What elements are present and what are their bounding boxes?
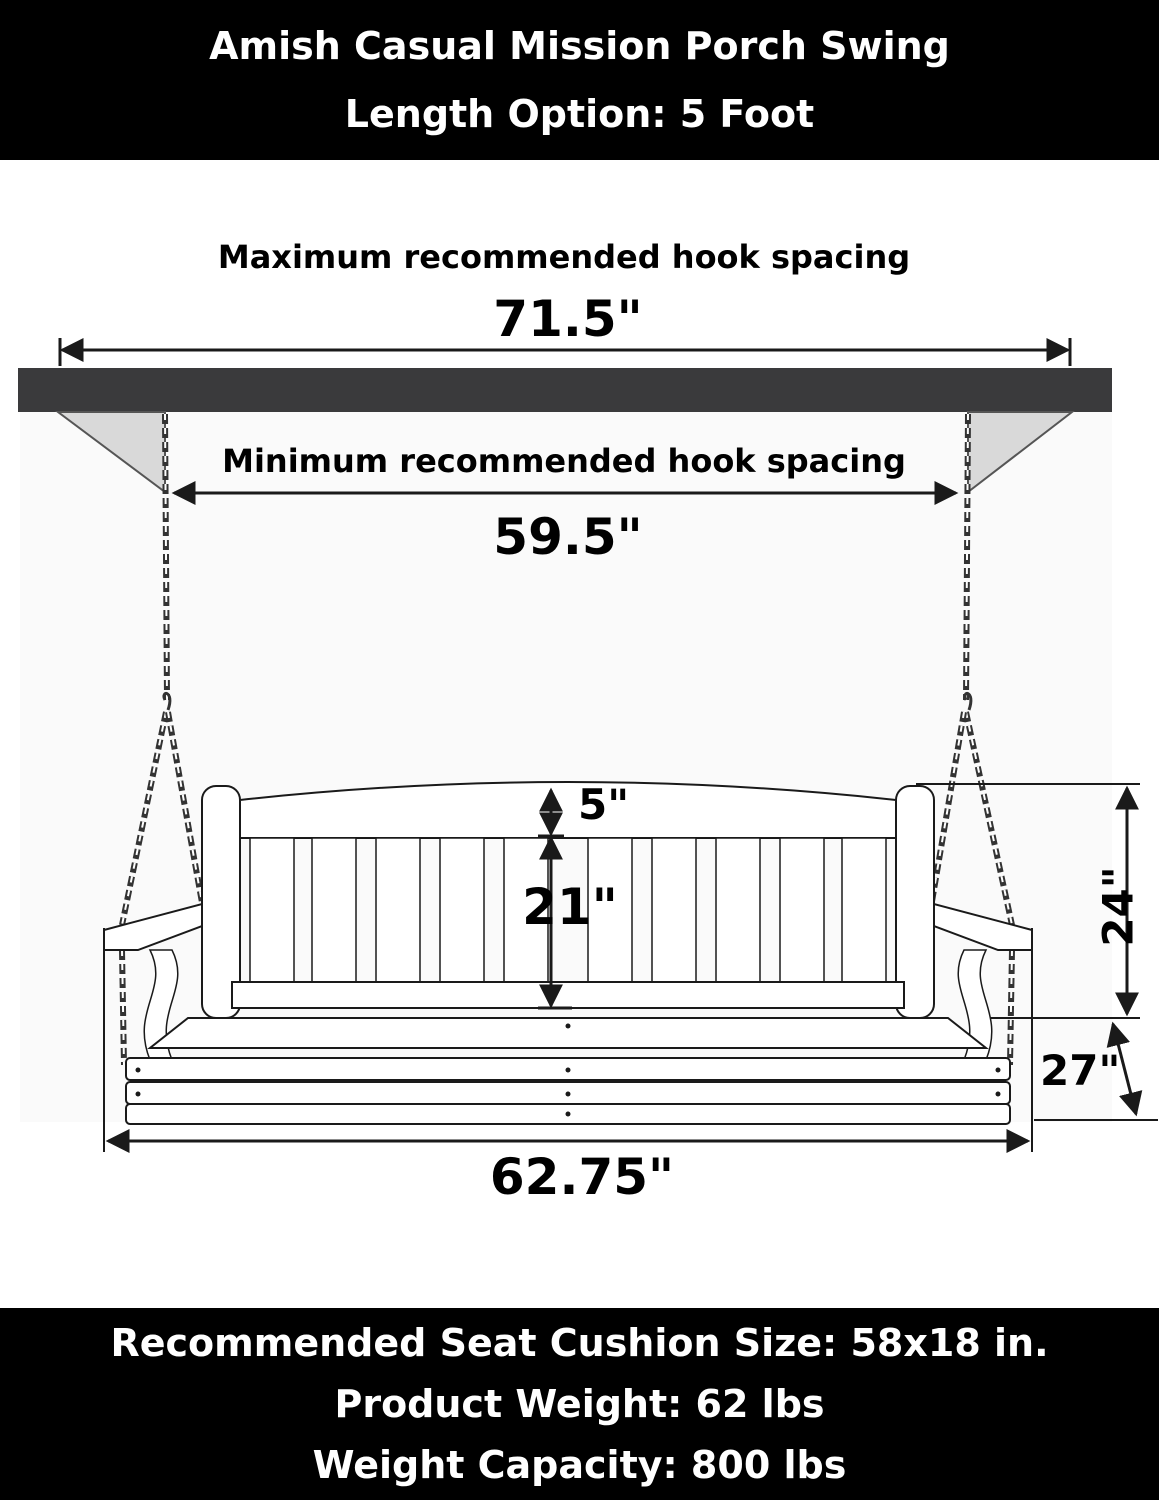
back-slat-height-value: 21" <box>522 878 618 936</box>
total-back-dimension <box>916 783 1140 1019</box>
seat-screws <box>135 1023 1001 1117</box>
total-back-height-value: 24" <box>1093 866 1143 947</box>
seat-depth-dimension <box>1034 1021 1158 1121</box>
right-chain <box>925 413 1015 1066</box>
min-hook-spacing-label: Minimum recommended hook spacing <box>222 442 906 480</box>
header-banner: Amish Casual Mission Porch Swing Length … <box>0 0 1159 160</box>
back-slats <box>249 837 887 983</box>
seat-depth-value: 27" <box>1040 1046 1121 1095</box>
overall-width-dimension <box>103 928 1033 1153</box>
left-chain <box>119 413 209 1066</box>
back-top-rail-value: 5" <box>578 780 630 829</box>
length-option: Length Option: 5 Foot <box>344 92 815 136</box>
product-title: Amish Casual Mission Porch Swing <box>209 24 950 68</box>
cushion-size: Recommended Seat Cushion Size: 58x18 in. <box>110 1320 1049 1365</box>
specs-banner: Recommended Seat Cushion Size: 58x18 in.… <box>0 1308 1159 1500</box>
min-hook-spacing-value: 59.5" <box>493 508 643 566</box>
max-hook-dimension-line <box>58 338 1072 366</box>
porch-swing <box>103 781 1033 1125</box>
max-hook-spacing-value: 71.5" <box>493 290 643 348</box>
back-height-dimension <box>538 787 572 1010</box>
weight-capacity: Weight Capacity: 800 lbs <box>312 1442 847 1487</box>
overall-width-value: 62.75" <box>489 1148 675 1206</box>
max-hook-spacing-label: Maximum recommended hook spacing <box>217 238 911 276</box>
product-weight: Product Weight: 62 lbs <box>334 1381 825 1426</box>
